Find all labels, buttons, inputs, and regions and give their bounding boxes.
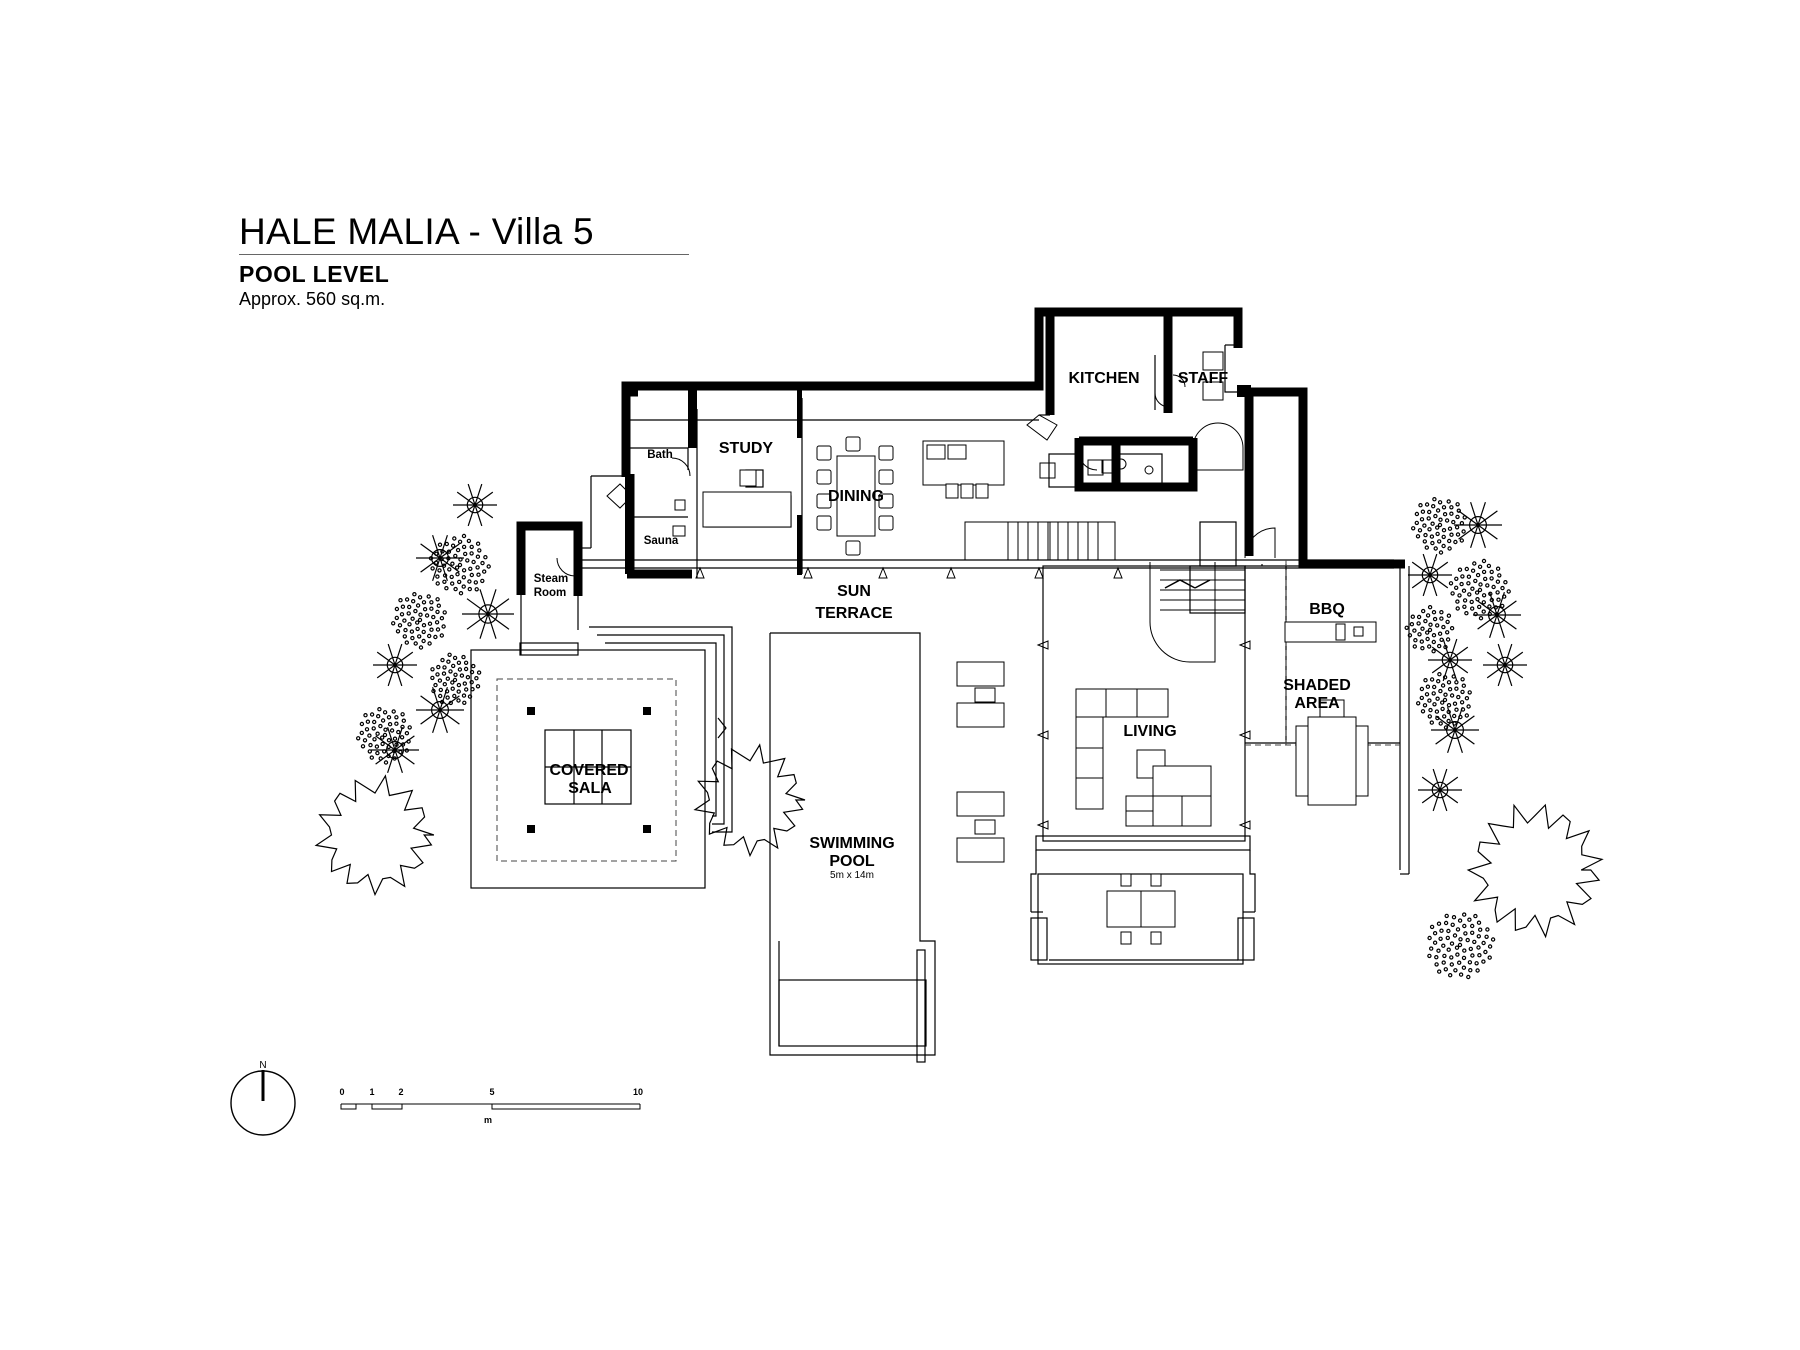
shrub-icon [1415, 672, 1472, 730]
shrub-icon [391, 592, 447, 650]
room-label-dining: DINING [828, 488, 884, 505]
window-marker [1036, 640, 1049, 650]
columns [625, 385, 1251, 575]
window-marker [1036, 820, 1049, 830]
dining-chair [845, 436, 861, 452]
palm-icon [416, 535, 464, 581]
vegetation [314, 483, 1604, 980]
room-label-bbq: BBQ [1309, 601, 1345, 618]
furniture [702, 440, 1377, 945]
scale-tick-5: 5 [489, 1087, 494, 1097]
palm-icon [462, 589, 514, 639]
dining-chair [845, 540, 861, 556]
palm-icon [1431, 707, 1479, 753]
window-marker [1034, 566, 1044, 579]
tree-canopy [1466, 803, 1604, 939]
room-label-sala-1: COVERED [549, 762, 628, 779]
room-label-bath: Bath [647, 449, 673, 461]
palm-icon [1483, 643, 1527, 687]
north-label: N [259, 1060, 266, 1071]
room-label-sun-1: SUN [837, 583, 871, 600]
window-marker [1036, 730, 1049, 740]
room-label-steam-2: Room [534, 587, 567, 599]
room-label-pool-2: POOL [829, 853, 875, 870]
scale-tick-10: 10 [633, 1087, 643, 1097]
palm-icon [1408, 553, 1452, 597]
shrub-icon [428, 533, 491, 596]
palm-icon [373, 643, 417, 687]
dining-chair [816, 469, 832, 485]
dining-chair [878, 469, 894, 485]
scale-tick-0: 0 [339, 1087, 344, 1097]
scale-tick-2: 2 [398, 1087, 403, 1097]
palm-icon [453, 483, 497, 527]
dining-chair [878, 515, 894, 531]
covered-sala [470, 626, 733, 889]
scale-tick-1: 1 [369, 1087, 374, 1097]
room-label-steam-1: Steam [534, 573, 569, 585]
dining-chair [816, 515, 832, 531]
swimming-pool [769, 632, 936, 1056]
room-label-sun-2: TERRACE [815, 605, 893, 622]
window-marker [1238, 640, 1251, 650]
room-label-sauna: Sauna [644, 535, 679, 547]
palm-icon [371, 727, 419, 773]
title-underline [239, 254, 689, 255]
room-label-study: STUDY [719, 440, 774, 457]
window-marker [1238, 730, 1251, 740]
scale-unit: m [484, 1115, 492, 1125]
plan-level: POOL LEVEL [239, 261, 390, 287]
palm-icon [1454, 502, 1502, 548]
window-marker [695, 566, 705, 579]
window-markers [695, 566, 1251, 830]
window-marker [1238, 820, 1251, 830]
tree-canopy [693, 743, 806, 858]
doors [556, 351, 1276, 577]
room-label-living: LIVING [1123, 723, 1176, 740]
window-marker [878, 566, 888, 579]
stairs [964, 422, 1245, 663]
shrub-icon [430, 652, 482, 706]
window-marker [1113, 566, 1123, 579]
palm-icon [1418, 768, 1462, 812]
room-label-sala-2: SALA [568, 780, 612, 797]
tree-canopy [314, 774, 435, 897]
north-arrow: N [230, 1060, 296, 1136]
dining-chair [816, 445, 832, 461]
plan-title: HALE MALIA - Villa 5 [239, 211, 594, 252]
shrub-icon [1448, 558, 1511, 621]
shrub-icon [1404, 605, 1455, 654]
palm-icon [1428, 638, 1472, 682]
dining-chairs [816, 436, 894, 556]
scale-bar [340, 1103, 641, 1110]
dashed-lines [496, 560, 1400, 862]
room-label-pool-1: SWIMMING [809, 835, 894, 852]
room-label-staff: STAFF [1178, 370, 1229, 387]
dining-chair [816, 493, 832, 509]
room-label-shaded-1: SHADED [1283, 677, 1351, 694]
room-label-shaded-2: AREA [1294, 695, 1340, 712]
shrub-icon [1427, 912, 1496, 980]
window-marker [803, 566, 813, 579]
window-marker [946, 566, 956, 579]
room-label-kitchen: KITCHEN [1068, 370, 1139, 387]
pool-dimensions: 5m x 14m [830, 870, 874, 881]
sala-posts [527, 707, 651, 833]
dining-chair [878, 493, 894, 509]
plan-area: Approx. 560 sq.m. [239, 289, 386, 309]
dining-chair [878, 445, 894, 461]
shrub-icon [356, 707, 412, 765]
shrub-icon [1410, 497, 1467, 555]
